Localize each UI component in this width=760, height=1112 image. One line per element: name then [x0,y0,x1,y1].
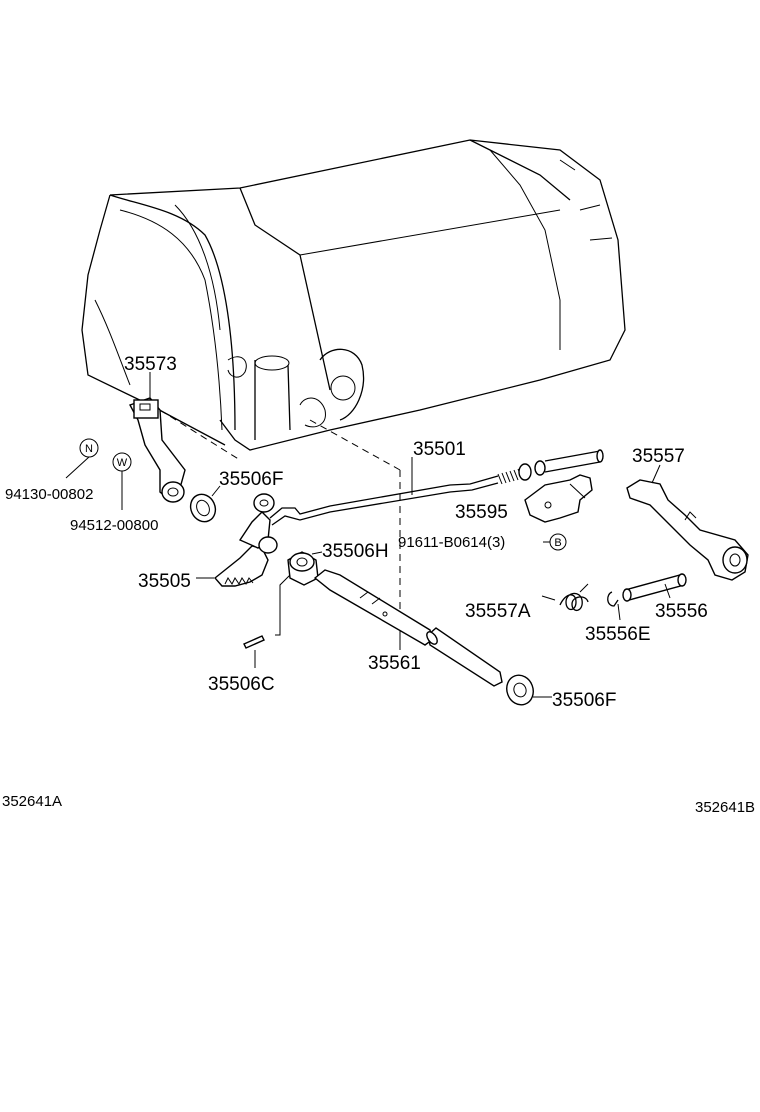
reference-code-right: 352641B [695,799,755,816]
label-35506f-bottom: 35506F [552,690,616,711]
part-35556-pin [622,573,687,602]
part-35506c-pin [243,635,265,668]
symbol-b: B [543,533,567,551]
label-91611-b0614: 91611-B0614(3) [398,534,505,551]
transmission-housing [81,139,626,451]
part-35557-lever [626,479,749,581]
symbol-b-text: B [554,537,561,549]
label-94130-00802: 94130-00802 [5,486,93,503]
part-35506f-bottom-seal [506,674,552,706]
leader-35557 [651,464,661,484]
reference-code-left: 352641A [2,793,62,810]
alignment-line-2 [309,419,401,471]
label-35505: 35505 [138,571,191,592]
symbol-n-text: N [85,443,93,455]
part-35501-rod [269,449,604,526]
part-35595-bracket [524,474,593,523]
label-94512-00800: 94512-00800 [70,517,158,534]
label-35557: 35557 [632,446,685,467]
part-35556e-clip [607,591,621,621]
part-35506f-top-seal [189,485,221,523]
symbol-n: N [65,438,99,479]
label-35501: 35501 [413,439,466,460]
label-35506c: 35506C [208,674,275,695]
part-35505-detent-plate [213,493,278,587]
label-35561: 35561 [368,653,421,674]
part-35557a-spring [541,583,589,611]
part-35573-lever [128,397,186,503]
leader-35506h-bracket [275,574,291,636]
label-35506h: 35506H [322,541,389,562]
alignment-line-1 [159,409,241,461]
symbol-w-text: W [117,457,128,469]
part-35506h-bushing [287,551,323,586]
label-35556e: 35556E [585,624,651,645]
label-35506f-top: 35506F [219,469,283,490]
label-35556: 35556 [655,601,708,622]
label-35557a: 35557A [465,601,531,622]
label-35595: 35595 [455,502,508,523]
label-35573: 35573 [124,354,177,375]
part-35561-shaft [313,569,503,687]
symbol-w: W [112,452,132,510]
